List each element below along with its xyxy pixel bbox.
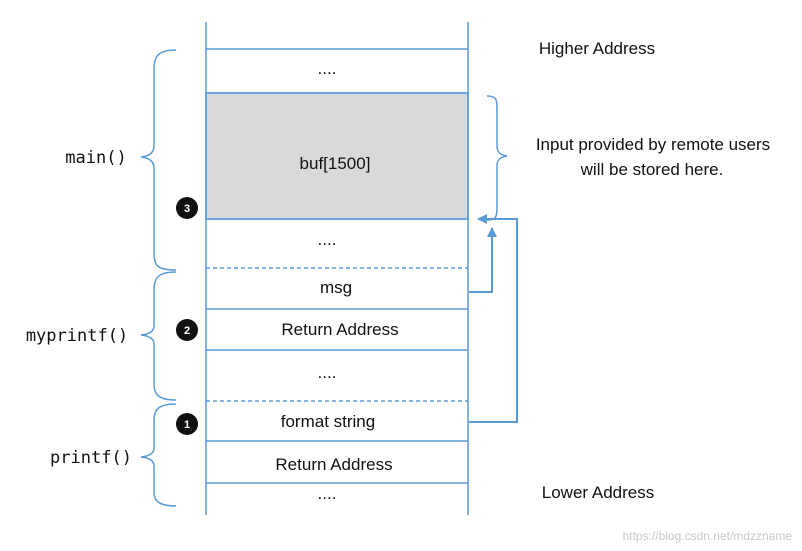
myprintf-return-address: Return Address (281, 320, 398, 339)
top-dots: .... (318, 59, 337, 78)
myprintf-frame-brace (140, 271, 177, 401)
buf-cell (205, 92, 469, 220)
badge-3-label: 3 (184, 203, 190, 215)
badge-3 (176, 197, 198, 219)
bottom-dots: .... (318, 484, 337, 503)
format-string-label: format string (281, 412, 375, 431)
format-string-pointer-arrow (469, 214, 518, 423)
main-dots: .... (318, 230, 337, 249)
input-note-line1: Input provided by remote users (536, 135, 770, 154)
badge-2 (176, 319, 198, 341)
myprintf-dots: .... (318, 363, 337, 382)
watermark: https://blog.csdn.net/mdzzname (623, 529, 793, 543)
main-frame-label: main() (65, 148, 126, 168)
input-note-line2: will be stored here. (580, 160, 724, 179)
badge-1-label: 1 (184, 419, 190, 431)
main-frame-brace (140, 49, 177, 271)
lower-address-label: Lower Address (542, 483, 654, 502)
printf-return-address: Return Address (275, 455, 392, 474)
printf-frame-label: printf() (50, 448, 132, 468)
msg-label: msg (320, 278, 352, 297)
buf-label: buf[1500] (300, 154, 371, 173)
badge-1 (176, 413, 198, 435)
badge-2-label: 2 (184, 325, 190, 337)
myprintf-frame-label: myprintf() (26, 326, 128, 346)
printf-frame-brace (140, 403, 177, 507)
msg-pointer-arrow (469, 227, 497, 293)
higher-address-label: Higher Address (539, 39, 655, 58)
buffer-brace (486, 95, 508, 221)
